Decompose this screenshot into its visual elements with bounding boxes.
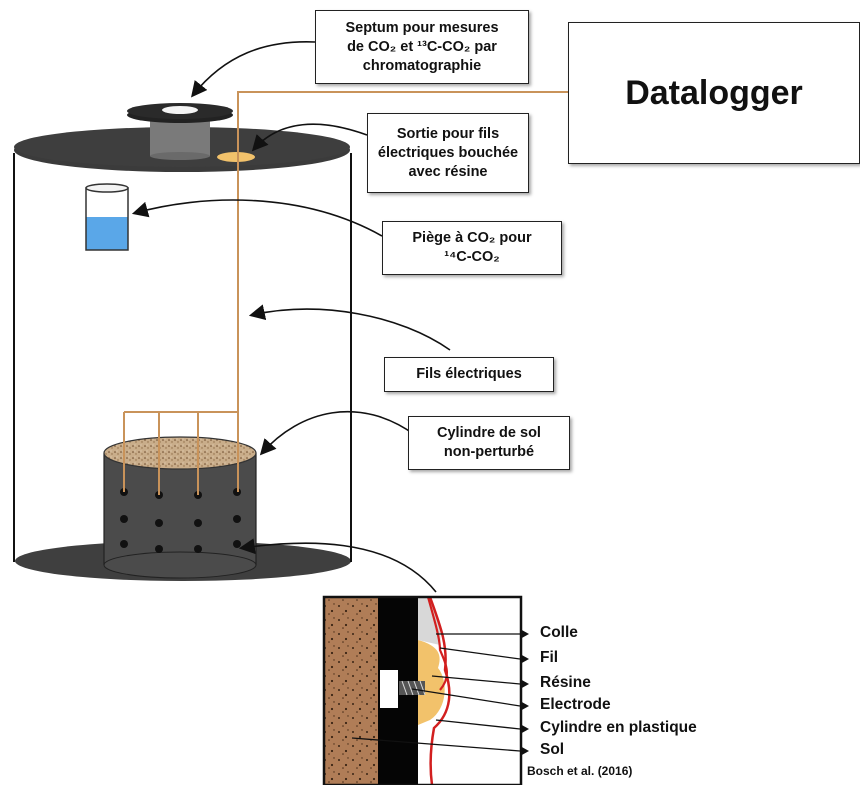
arrow-detail bbox=[238, 538, 437, 593]
inset-glue bbox=[418, 597, 441, 645]
inset-electrode bbox=[399, 680, 426, 696]
label-septum-line1: Septum pour mesures bbox=[345, 19, 499, 36]
soil-surface bbox=[103, 436, 257, 470]
arrow-cylindre bbox=[259, 410, 416, 456]
datalogger-wire bbox=[237, 91, 568, 412]
label-cylindre: Cylindre de sol non-perturbé bbox=[408, 416, 570, 470]
wire-outlet bbox=[217, 152, 255, 162]
label-septum-line2: de CO₂ et ¹³C-CO₂ par bbox=[347, 38, 497, 55]
citation: Bosch et al. (2016) bbox=[527, 764, 633, 778]
label-piege-line1: Piège à CO₂ pour bbox=[412, 230, 532, 246]
septum-stem bbox=[150, 118, 210, 156]
legend-electrode: Electrode bbox=[540, 696, 611, 713]
arrow-sortie bbox=[251, 123, 368, 152]
label-cylindre-line1: Cylindre de sol bbox=[437, 425, 541, 441]
soil-cylinder-body bbox=[104, 453, 256, 565]
label-sortie-line2: électriques bouchée bbox=[377, 144, 519, 161]
legend-resine: Résine bbox=[540, 674, 591, 691]
label-fils: Fils électriques bbox=[384, 357, 554, 392]
label-piege: Piège à CO₂ pour ¹⁴C-CO₂ bbox=[382, 221, 562, 275]
arrow-septum bbox=[190, 41, 316, 98]
arrow-fils bbox=[248, 304, 451, 351]
legend-colle: Colle bbox=[540, 624, 578, 641]
legend-arrowheads bbox=[520, 629, 529, 756]
electrode-wires bbox=[123, 411, 239, 495]
label-septum-line3: chromatographie bbox=[362, 57, 482, 74]
label-sortie: Sortie pour fils électriques bouchée ave… bbox=[367, 113, 529, 193]
callout-arrows bbox=[131, 41, 451, 593]
label-cylindre-line2: non-perturbé bbox=[443, 444, 535, 460]
label-sortie-line1: Sortie pour fils bbox=[396, 125, 500, 142]
inset-resin bbox=[418, 640, 445, 725]
inset-soil bbox=[324, 597, 378, 785]
inset-red-line bbox=[428, 596, 451, 786]
label-piege-line2: ¹⁴C-CO₂ bbox=[444, 249, 500, 265]
legend-fil: Fil bbox=[540, 649, 559, 666]
legend-lines bbox=[351, 633, 521, 752]
datalogger-box: Datalogger bbox=[568, 22, 860, 164]
label-fils-line1: Fils électriques bbox=[416, 366, 522, 382]
arrow-piege bbox=[131, 199, 383, 237]
datalogger-label: Datalogger bbox=[625, 73, 803, 112]
label-sortie-line3: avec résine bbox=[408, 163, 488, 180]
legend-sol: Sol bbox=[540, 741, 565, 758]
label-septum: Septum pour mesures de CO₂ et ¹³C-CO₂ pa… bbox=[315, 10, 529, 84]
legend-cylindre-plastique: Cylindre en plastique bbox=[540, 719, 697, 736]
